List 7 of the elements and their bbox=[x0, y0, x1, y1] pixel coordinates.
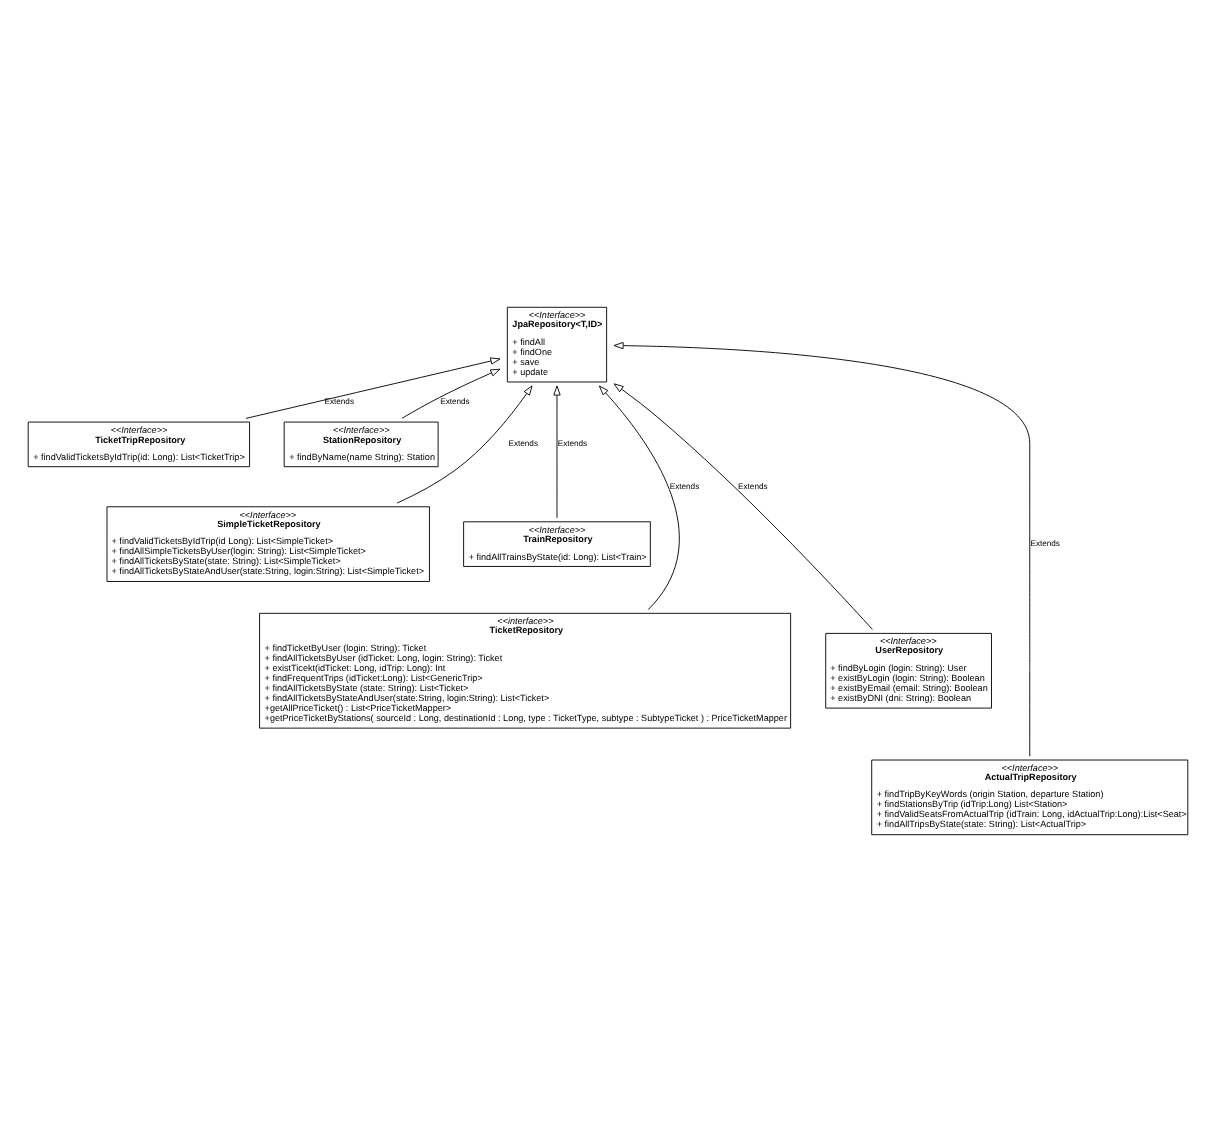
arrow bbox=[613, 382, 873, 629]
arrow bbox=[598, 384, 680, 610]
arrow bbox=[245, 356, 501, 418]
arrow bbox=[553, 384, 561, 518]
arrow bbox=[396, 384, 533, 503]
arrow bbox=[613, 341, 1031, 756]
arrow bbox=[401, 367, 501, 418]
